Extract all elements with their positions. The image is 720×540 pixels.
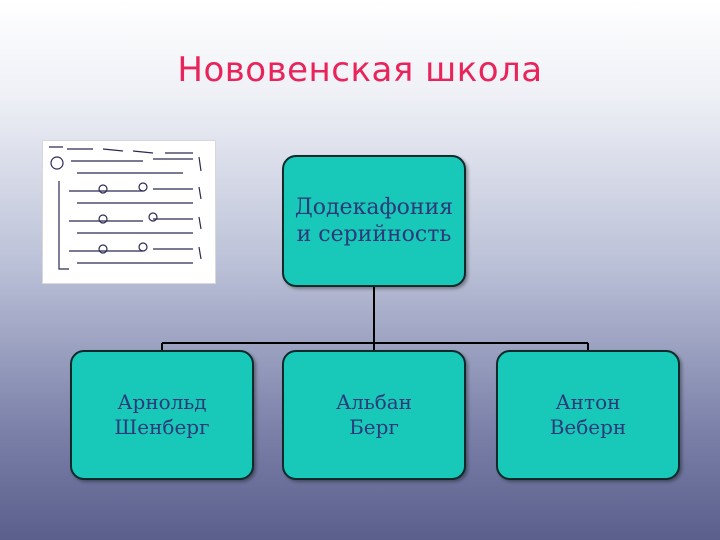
child-node-label: Антон Веберн: [549, 390, 627, 439]
child-node-webern: Антон Веберн: [496, 350, 680, 480]
child-node-label: Альбан Берг: [335, 390, 413, 439]
handwritten-notes-image: [42, 140, 216, 284]
child-node-berg: Альбан Берг: [282, 350, 466, 480]
slide-title: Нововенская школа: [177, 50, 543, 90]
child-node-label: Арнольд Шенберг: [114, 390, 210, 439]
child-node-schoenberg: Арнольд Шенберг: [70, 350, 254, 480]
root-node: Додекафония и серийность: [282, 155, 466, 287]
root-node-label: Додекафония и серийность: [294, 194, 454, 248]
